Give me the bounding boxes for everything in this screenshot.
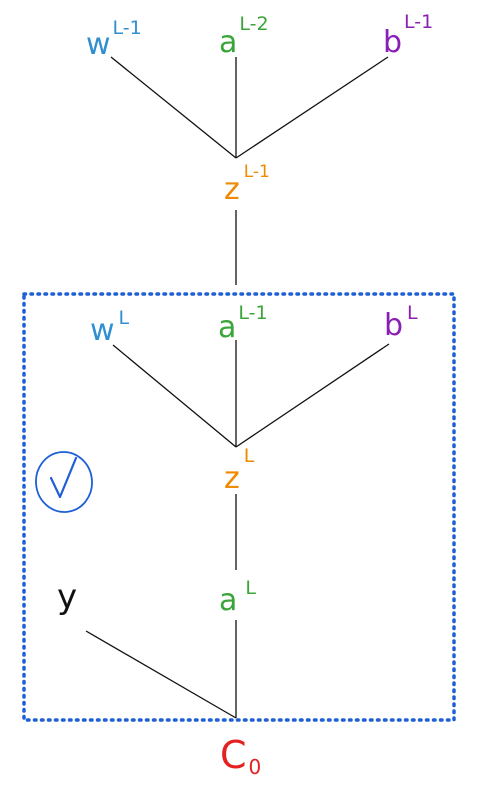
label-cost-sub: 0 [249, 755, 262, 779]
label-a-sup: L [245, 577, 256, 599]
edge-w-prev-to-z-prev [110, 56, 237, 159]
label-z-sup: L [244, 445, 255, 467]
label-w-sup: L [119, 307, 130, 329]
edge-y-to-cost [85, 630, 237, 719]
label-a-prev2: aL-2 [219, 13, 269, 60]
label-z-prev-sup: L-1 [244, 162, 270, 182]
edge-b-prev-to-z-prev [235, 56, 389, 159]
layer-l-box [22, 292, 456, 722]
label-a-prev2-sup: L-2 [239, 13, 268, 35]
edge-w-to-z [112, 344, 237, 448]
label-y: y [57, 577, 77, 617]
label-b-prev-sup: L-1 [404, 11, 433, 33]
check-circle-icon [35, 451, 93, 513]
label-a-prev-sup: L-1 [238, 302, 267, 324]
label-w-prev-sup: L-1 [113, 17, 142, 39]
edge-b-to-z [235, 343, 390, 448]
label-z: zL [224, 445, 255, 496]
label-b-prev: bL-1 [383, 11, 433, 60]
label-b-sup: L [407, 302, 418, 324]
